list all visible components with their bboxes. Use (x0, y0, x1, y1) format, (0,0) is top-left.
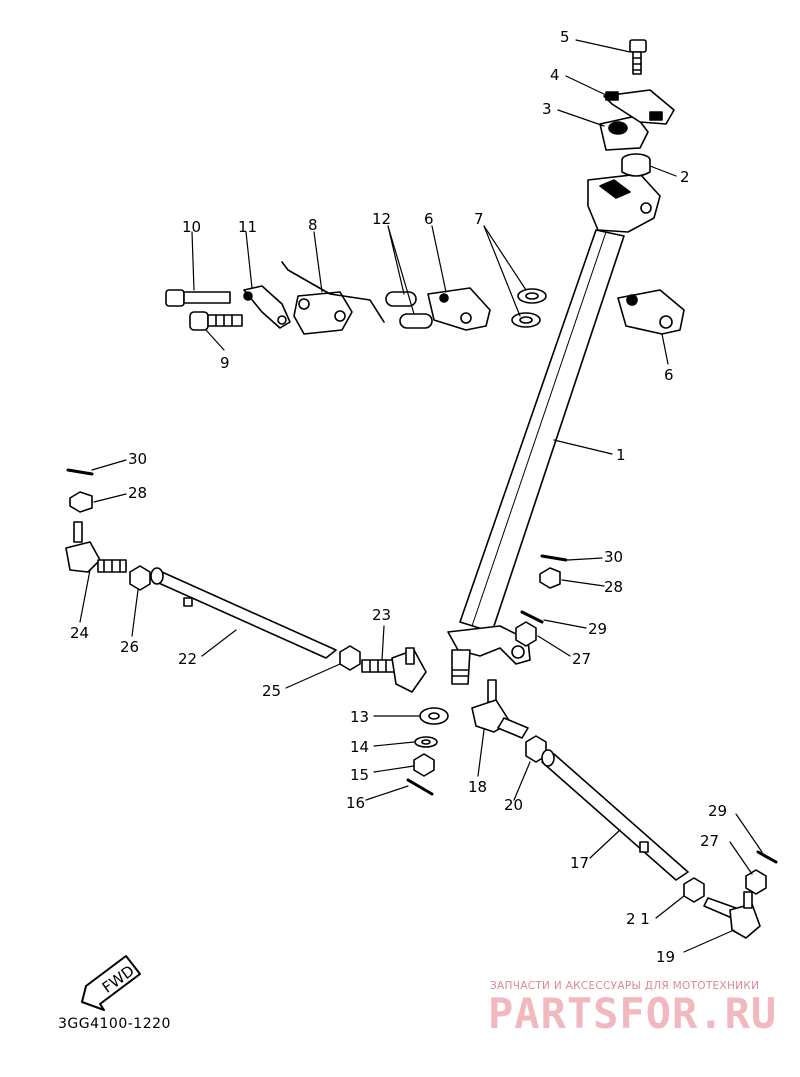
nut-28-left (69, 491, 93, 513)
callout-1: 1 (616, 446, 626, 464)
callout-8: 8 (308, 216, 318, 234)
callout-21: 2 1 (626, 910, 650, 928)
tie-rod-end-24 (65, 521, 127, 573)
callout-24: 24 (70, 624, 89, 642)
bracket-11 (243, 285, 291, 329)
rings-7 (511, 288, 547, 328)
callout-6-right: 6 (664, 366, 674, 384)
cotter-pin-30-right (540, 554, 568, 562)
callout-18: 18 (468, 778, 487, 796)
cotter-pin-16 (406, 778, 434, 796)
callout-numbers: 5 4 3 2 10 11 8 12 6 7 9 6 1 30 28 30 28… (70, 28, 727, 966)
callout-30-left: 30 (128, 450, 147, 468)
cotter-pin-30-left (66, 468, 94, 476)
nut-28-right (539, 567, 561, 589)
callout-16: 16 (346, 794, 365, 812)
callout-27-right: 27 (572, 650, 591, 668)
plate-4 (603, 89, 675, 125)
fwd-arrow-icon (81, 955, 141, 1011)
washer-14 (414, 736, 438, 748)
clamp-3 (599, 115, 649, 151)
callout-19: 19 (656, 948, 675, 966)
nut-27-far-right (745, 869, 767, 895)
callout-7: 7 (474, 210, 484, 228)
bolt-9 (189, 311, 243, 331)
steering-column-shaft (447, 173, 661, 685)
callout-9: 9 (220, 354, 230, 372)
watermark-tagline: ЗАПЧАСТИ И АКСЕССУАРЫ ДЛЯ МОТОТЕХНИКИ (490, 980, 760, 992)
locknut-26 (129, 565, 151, 591)
washer-13 (419, 707, 449, 725)
callout-30-right: 30 (604, 548, 623, 566)
locknut-25 (339, 645, 361, 671)
callout-10: 10 (182, 218, 201, 236)
nut-15 (413, 753, 435, 777)
callout-27-far-right: 27 (700, 832, 719, 850)
cotter-pin-29-far-right (756, 850, 778, 864)
tie-rod-22 (150, 567, 337, 659)
callout-22: 22 (178, 650, 197, 668)
tie-rod-end-23 (361, 647, 427, 693)
nut-27-right (515, 621, 537, 647)
callout-11: 11 (238, 218, 257, 236)
callout-26: 26 (120, 638, 139, 656)
locknut-21 (683, 877, 705, 903)
tie-rod-end-19 (703, 891, 761, 939)
callout-29-far-right: 29 (708, 802, 727, 820)
callout-29-right: 29 (588, 620, 607, 638)
holder-6-right (617, 289, 685, 335)
callout-20: 20 (504, 796, 523, 814)
callout-15: 15 (350, 766, 369, 784)
bolt-5 (629, 39, 647, 75)
callout-5: 5 (560, 28, 570, 46)
link-8 (281, 261, 385, 335)
callout-14: 14 (350, 738, 369, 756)
callout-13: 13 (350, 708, 369, 726)
bushing-2 (621, 153, 651, 177)
callout-23: 23 (372, 606, 391, 624)
tie-rod-17 (541, 749, 689, 881)
callout-4: 4 (550, 66, 560, 84)
watermark-brand: PARTSFOR.RU (488, 989, 778, 1038)
callout-6-left: 6 (424, 210, 434, 228)
bolt-10 (165, 289, 231, 307)
callout-28-right: 28 (604, 578, 623, 596)
holder-6-left (427, 287, 491, 331)
drawing-code: 3GG4100-1220 (58, 1016, 171, 1032)
tie-rod-end-18 (471, 679, 529, 739)
callout-12: 12 (372, 210, 391, 228)
leader-lines (79, 39, 763, 953)
callout-25: 25 (262, 682, 281, 700)
callout-17: 17 (570, 854, 589, 872)
callout-2: 2 (680, 168, 690, 186)
callout-3: 3 (542, 100, 552, 118)
callout-28-left: 28 (128, 484, 147, 502)
cotter-pin-29-right (520, 610, 544, 624)
